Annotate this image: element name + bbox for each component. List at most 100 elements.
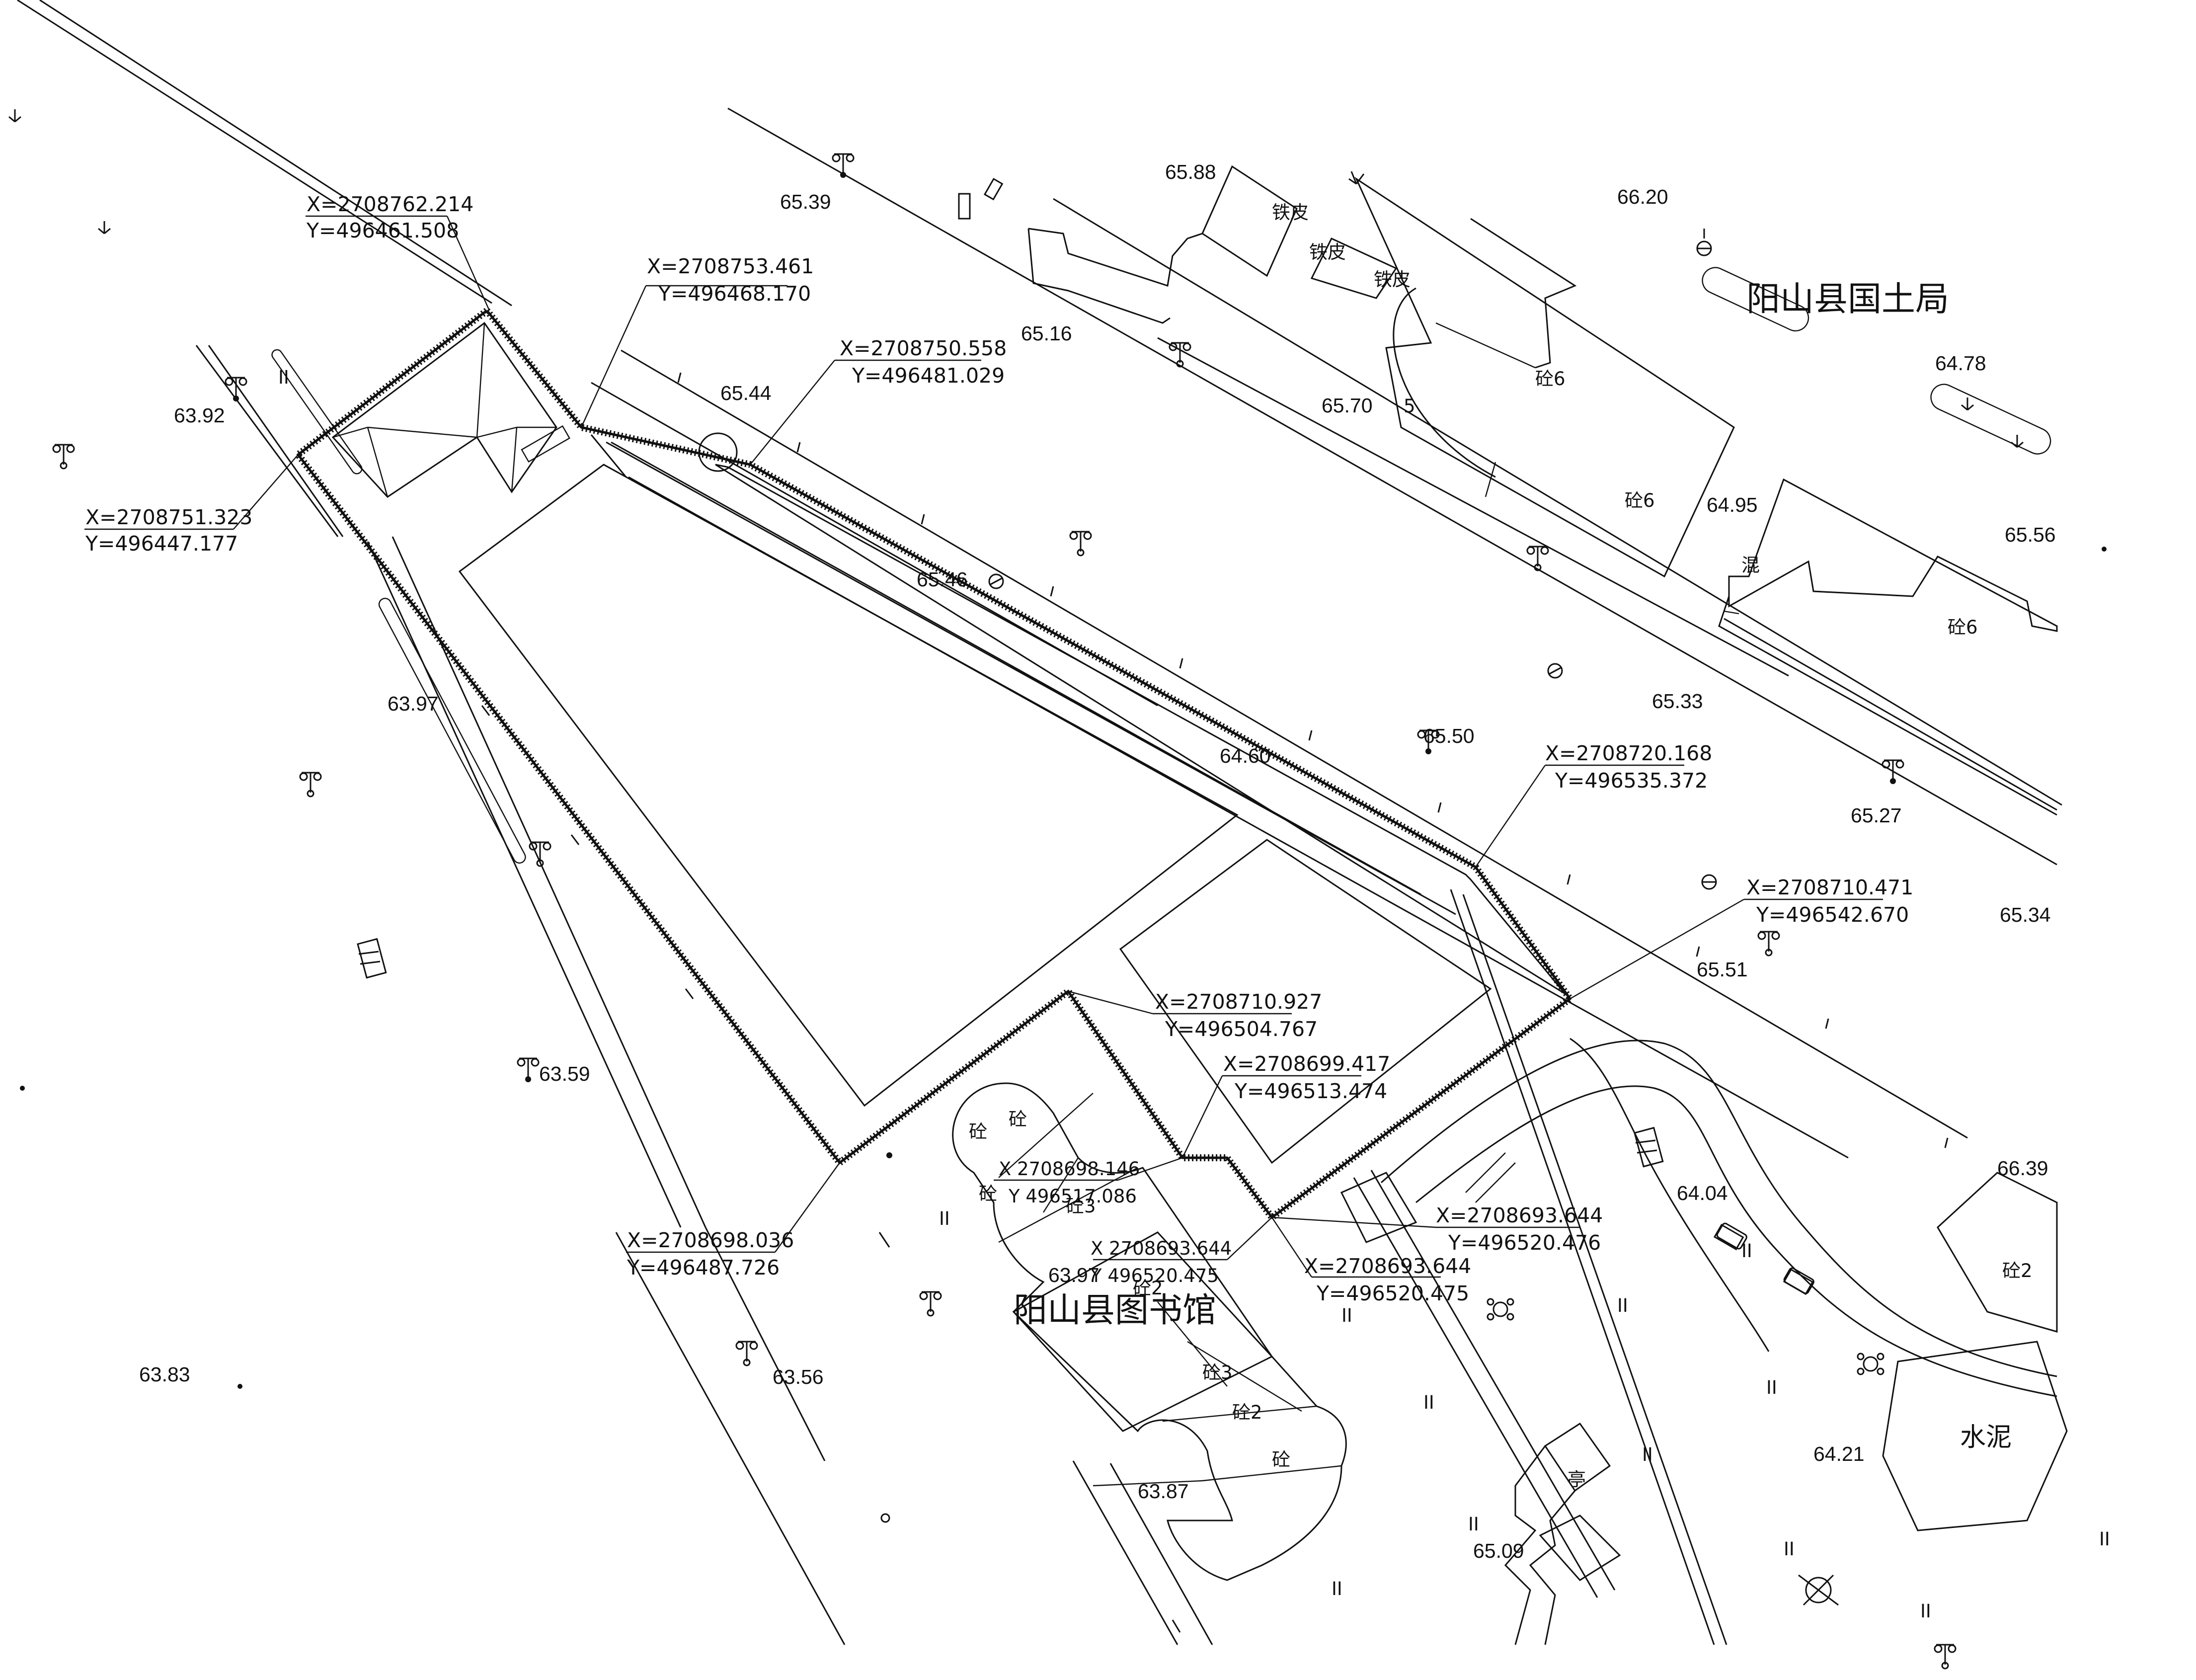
lamp-icon xyxy=(1069,531,1092,557)
lamp-icon xyxy=(919,1291,942,1317)
elevation-labels: 65.39 65.88 66.20 64.78 65.16 65.44 65.7… xyxy=(139,160,2056,1562)
gate-structure xyxy=(1340,1152,1611,1645)
tag-tong2-3: 砼2 xyxy=(2002,1260,2033,1281)
lamp-icon xyxy=(1417,729,1440,754)
lamp-icon xyxy=(1934,1644,1957,1670)
grass-11: II xyxy=(1332,1578,1342,1600)
lamp-icon xyxy=(1757,931,1780,957)
grass-13: II xyxy=(2099,1528,2110,1550)
tag-tong6-1: 砼6 xyxy=(1535,368,1566,390)
hydrant-icon xyxy=(988,573,1004,589)
tag-hun: 混 xyxy=(1741,555,1760,576)
tag-tong-4: 砼 xyxy=(1272,1449,1290,1470)
car-icon xyxy=(1716,1222,1747,1250)
place-guotuju: 阳山县国土局 xyxy=(1746,280,1949,319)
tag-tong-2: 砼 xyxy=(1009,1109,1027,1130)
guotuju-buildings xyxy=(1027,165,2058,816)
tag-tong2-2: 砼2 xyxy=(1232,1402,1262,1423)
grass-5: II xyxy=(1741,1240,1752,1262)
elev-16: 65.27 xyxy=(1851,804,1902,827)
grass-3: II xyxy=(1341,1305,1352,1326)
cement-plaza xyxy=(1539,1172,2068,1581)
bench-icon xyxy=(1713,1223,1744,1251)
elev-25: 64.21 xyxy=(1813,1442,1865,1465)
coord-8-y: Y=496513.474 xyxy=(1234,1079,1387,1103)
place-tushuguan: 阳山县图书馆 xyxy=(1014,1291,1216,1330)
elev-18: 65.51 xyxy=(1697,958,1748,981)
coord-10-y: Y=496520.476 xyxy=(1448,1231,1601,1255)
coord-8-x: X=2708699.417 xyxy=(1223,1052,1390,1076)
elev-10: 65.56 xyxy=(2005,523,2056,546)
elev-12: 63.97 xyxy=(388,692,439,715)
arrow-icon xyxy=(2011,435,2024,448)
tag-ting: 亭 xyxy=(1568,1469,1586,1490)
lamp-symbols xyxy=(52,153,1957,1670)
coord-4-x: X=2708751.323 xyxy=(85,505,252,529)
arrow-icon xyxy=(8,109,21,123)
lamp-icon xyxy=(735,1341,758,1366)
elev-1: 65.39 xyxy=(780,190,831,213)
coord-2-x: X=2708753.461 xyxy=(647,254,814,278)
lamp-icon xyxy=(299,772,322,798)
grass-6: II xyxy=(1423,1392,1434,1413)
elev-14: 65.50 xyxy=(1423,724,1475,747)
tag-tong3-1: 砼3 xyxy=(1066,1196,1096,1217)
road-lines xyxy=(17,0,2062,1645)
dot-icon xyxy=(20,1086,25,1091)
coord-3-x: X=2708750.558 xyxy=(840,336,1007,360)
coordinate-labels: X=2708762.214 Y=496461.508 X=2708753.461… xyxy=(85,192,1913,1305)
coord-10-x: X=2708693.644 xyxy=(1436,1203,1603,1227)
coord-2-y: Y=496468.170 xyxy=(658,282,811,306)
parcel-boundary xyxy=(293,308,1575,1222)
lamp-icon xyxy=(1169,342,1191,368)
car-icon xyxy=(1783,1267,1814,1294)
elev-9: 64.95 xyxy=(1707,493,1758,516)
tag-tiepi-3: 铁皮 xyxy=(1374,269,1411,290)
coord-7-x: X=2708710.927 xyxy=(1155,990,1322,1014)
tag-tong-3: 砼 xyxy=(979,1183,997,1204)
tag-tong3-2: 砼3 xyxy=(1202,1362,1233,1383)
tag-five: 5 xyxy=(1404,396,1415,417)
arrow-icon xyxy=(1961,398,1974,411)
inner-plots xyxy=(458,464,1566,1164)
coord-5-y: Y=496535.372 xyxy=(1555,769,1708,793)
tag-tong6-2: 砼6 xyxy=(1625,490,1655,511)
elev-20: 66.39 xyxy=(1997,1157,2048,1180)
coord-6-y: Y=496542.670 xyxy=(1756,903,1909,927)
coord-1-x: X=2708762.214 xyxy=(307,192,473,216)
tag-tong2-1: 砼2 xyxy=(1133,1278,1163,1299)
elev-8: 63.92 xyxy=(174,404,225,427)
grass-symbols: II II II II II II II II II II II II II xyxy=(278,367,2110,1622)
building-tags: 铁皮 铁皮 铁皮 砼6 砼6 砼6 混 5 砼 砼 砼 砼3 砼2 砼3 砼2 … xyxy=(969,202,2033,1490)
coord-12-x: X 2708698.146 xyxy=(999,1158,1140,1180)
coord-13-x: X 2708693.644 xyxy=(1091,1238,1232,1259)
elev-23: 63.83 xyxy=(139,1363,190,1386)
tag-tong-1: 砼 xyxy=(969,1121,987,1142)
marker-icon xyxy=(958,193,971,220)
ladder-icon xyxy=(357,938,387,979)
coord-13-y: Y 496520.475 xyxy=(1090,1265,1219,1286)
coord-12-y: Y 496517.086 xyxy=(1008,1186,1137,1207)
lamp-icon xyxy=(832,153,855,178)
coord-4-y: Y=496447.177 xyxy=(85,532,238,556)
grass-7: II xyxy=(1766,1377,1777,1398)
marker-icon xyxy=(983,177,1004,201)
elev-6: 65.44 xyxy=(720,382,772,404)
sculpture-icon xyxy=(1798,1574,1839,1606)
elev-27: 65.09 xyxy=(1473,1539,1524,1562)
coordinate-leaders xyxy=(84,215,1883,1278)
grass-1: II xyxy=(278,367,289,388)
elev-17: 65.34 xyxy=(2000,903,2051,926)
coord-6-x: X=2708710.471 xyxy=(1746,876,1913,899)
coord-11-y: Y=496520.475 xyxy=(1316,1281,1469,1305)
dot-icon xyxy=(2102,547,2107,552)
nw-building xyxy=(331,321,570,498)
coord-9-x: X=2708698.036 xyxy=(627,1228,794,1252)
coord-5-x: X=2708720.168 xyxy=(1545,741,1712,765)
arrow-icon xyxy=(98,221,111,235)
dot-icon xyxy=(237,1384,242,1389)
dot-icon xyxy=(880,1513,890,1523)
lamp-icon xyxy=(1882,759,1904,784)
curved-walkway xyxy=(1381,1038,2057,1397)
